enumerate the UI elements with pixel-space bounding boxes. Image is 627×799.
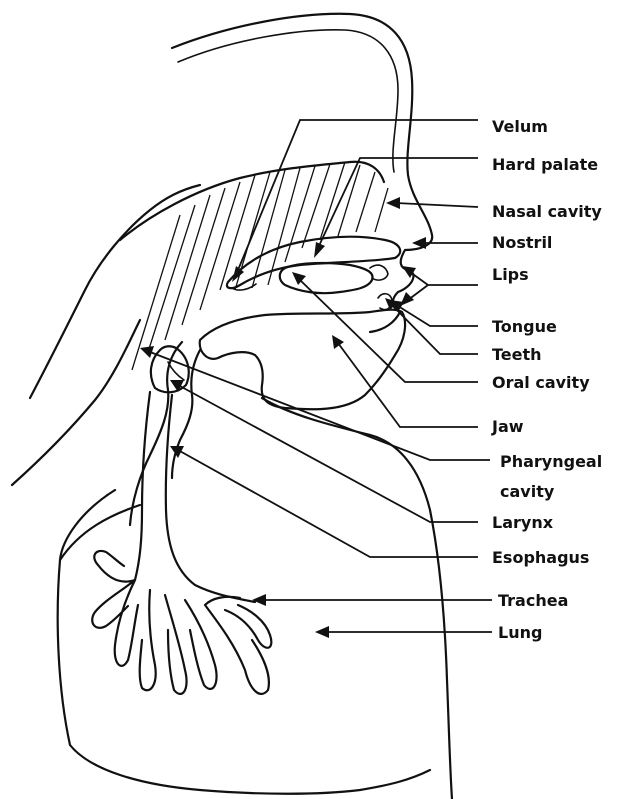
label-teeth: Teeth [492, 345, 542, 364]
upper-teeth [370, 265, 388, 280]
label-nostril: Nostril [492, 233, 552, 252]
label-pharyngeal-line1: Pharyngeal [500, 452, 602, 471]
tongue-shape [280, 263, 373, 293]
label-trachea: Trachea [498, 591, 568, 610]
label-hard-palate: Hard palate [492, 155, 598, 174]
oral-jaw-outline [200, 310, 405, 410]
larynx-shape [151, 346, 189, 392]
label-oral-cavity: Oral cavity [492, 373, 590, 392]
label-jaw: Jaw [491, 417, 524, 436]
label-esophagus: Esophagus [492, 548, 589, 567]
pharynx-left [130, 342, 182, 525]
label-nasal-cavity: Nasal cavity [492, 202, 602, 221]
label-larynx: Larynx [492, 513, 554, 532]
label-velum: Velum [492, 117, 548, 136]
label-lung: Lung [498, 623, 542, 642]
lung-outline [58, 505, 430, 794]
back-of-neck [30, 185, 200, 398]
label-lips: Lips [492, 265, 529, 284]
label-tongue: Tongue [492, 317, 557, 336]
label-pharyngeal-line2: cavity [500, 482, 555, 501]
leader-lines [140, 120, 492, 638]
skull-base [120, 162, 384, 240]
trachea-right [166, 395, 255, 602]
back-neck-lower [12, 320, 140, 485]
